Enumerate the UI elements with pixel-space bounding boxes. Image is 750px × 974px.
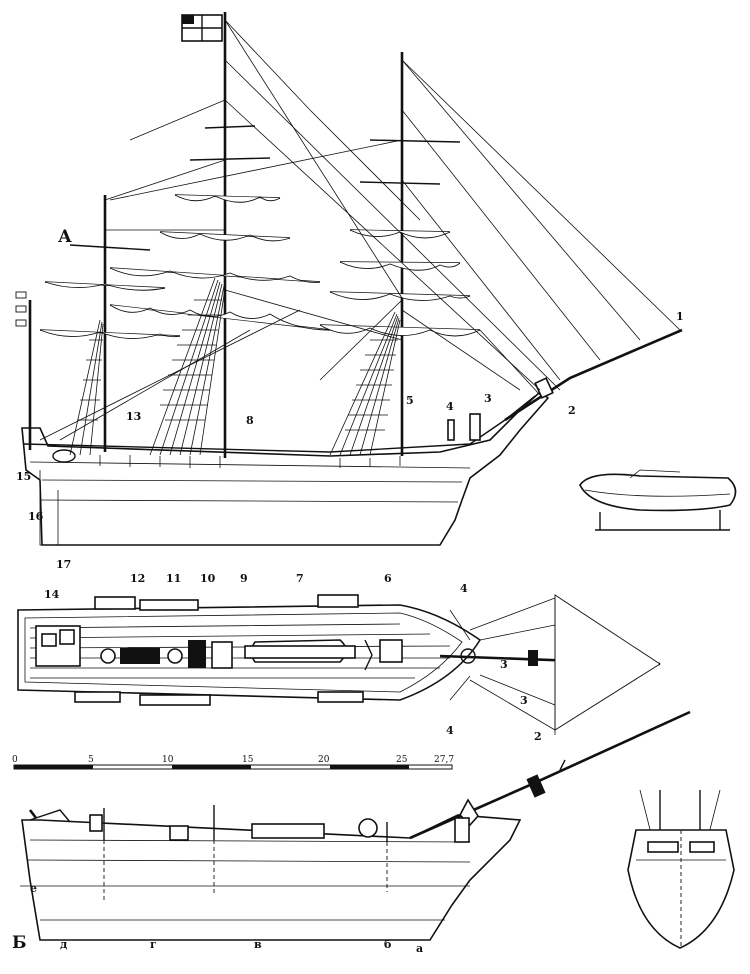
callout-2: 2 [568, 404, 576, 417]
callout-8: 8 [246, 414, 254, 427]
scale-tick-end: 27,7 [434, 755, 454, 765]
callout-1: 1 [676, 310, 684, 323]
plan-callout-3-a: 3 [500, 658, 508, 671]
profile-hull [21, 390, 550, 546]
lines-view [20, 710, 691, 941]
callout-13: 13 [126, 410, 141, 423]
view-label-a: А [58, 227, 72, 247]
plan-callout-2: 2 [534, 730, 542, 743]
callout-17: 17 [56, 558, 71, 571]
scale-tick-0: 0 [12, 755, 18, 765]
plan-callout-3-b: 3 [520, 694, 528, 707]
scale-tick-20: 20 [318, 755, 330, 765]
callout-6: 6 [384, 572, 392, 585]
callout-3: 3 [484, 392, 492, 405]
plan-callout-4-bottom: 4 [446, 724, 454, 737]
deck-plan [17, 594, 661, 735]
scale-tick-15: 15 [242, 755, 254, 765]
station-b: б [384, 938, 391, 951]
callout-5: 5 [406, 394, 414, 407]
callout-15: 15 [16, 470, 31, 483]
station-a: а [416, 942, 423, 955]
scale-tick-25: 25 [396, 755, 408, 765]
station-e: е [30, 882, 37, 895]
callout-4: 4 [446, 400, 454, 413]
callout-11: 11 [166, 572, 181, 585]
callout-7: 7 [296, 572, 304, 585]
callout-9: 9 [240, 572, 248, 585]
callout-10: 10 [200, 572, 216, 585]
callout-16: 16 [28, 510, 44, 523]
profile-view [15, 12, 683, 546]
plan-callout-4-top: 4 [460, 582, 468, 595]
boat-sketch [579, 469, 737, 531]
scale-tick-5: 5 [88, 755, 94, 765]
station-d: д [60, 938, 67, 951]
callout-14: 14 [44, 588, 60, 601]
station-v: в [254, 938, 262, 951]
callout-12: 12 [130, 572, 145, 585]
station-g: г [150, 938, 157, 951]
view-label-b: Б [12, 933, 27, 953]
scale-tick-10: 10 [162, 755, 174, 765]
scale-bar [13, 764, 453, 770]
section-view [627, 789, 735, 949]
